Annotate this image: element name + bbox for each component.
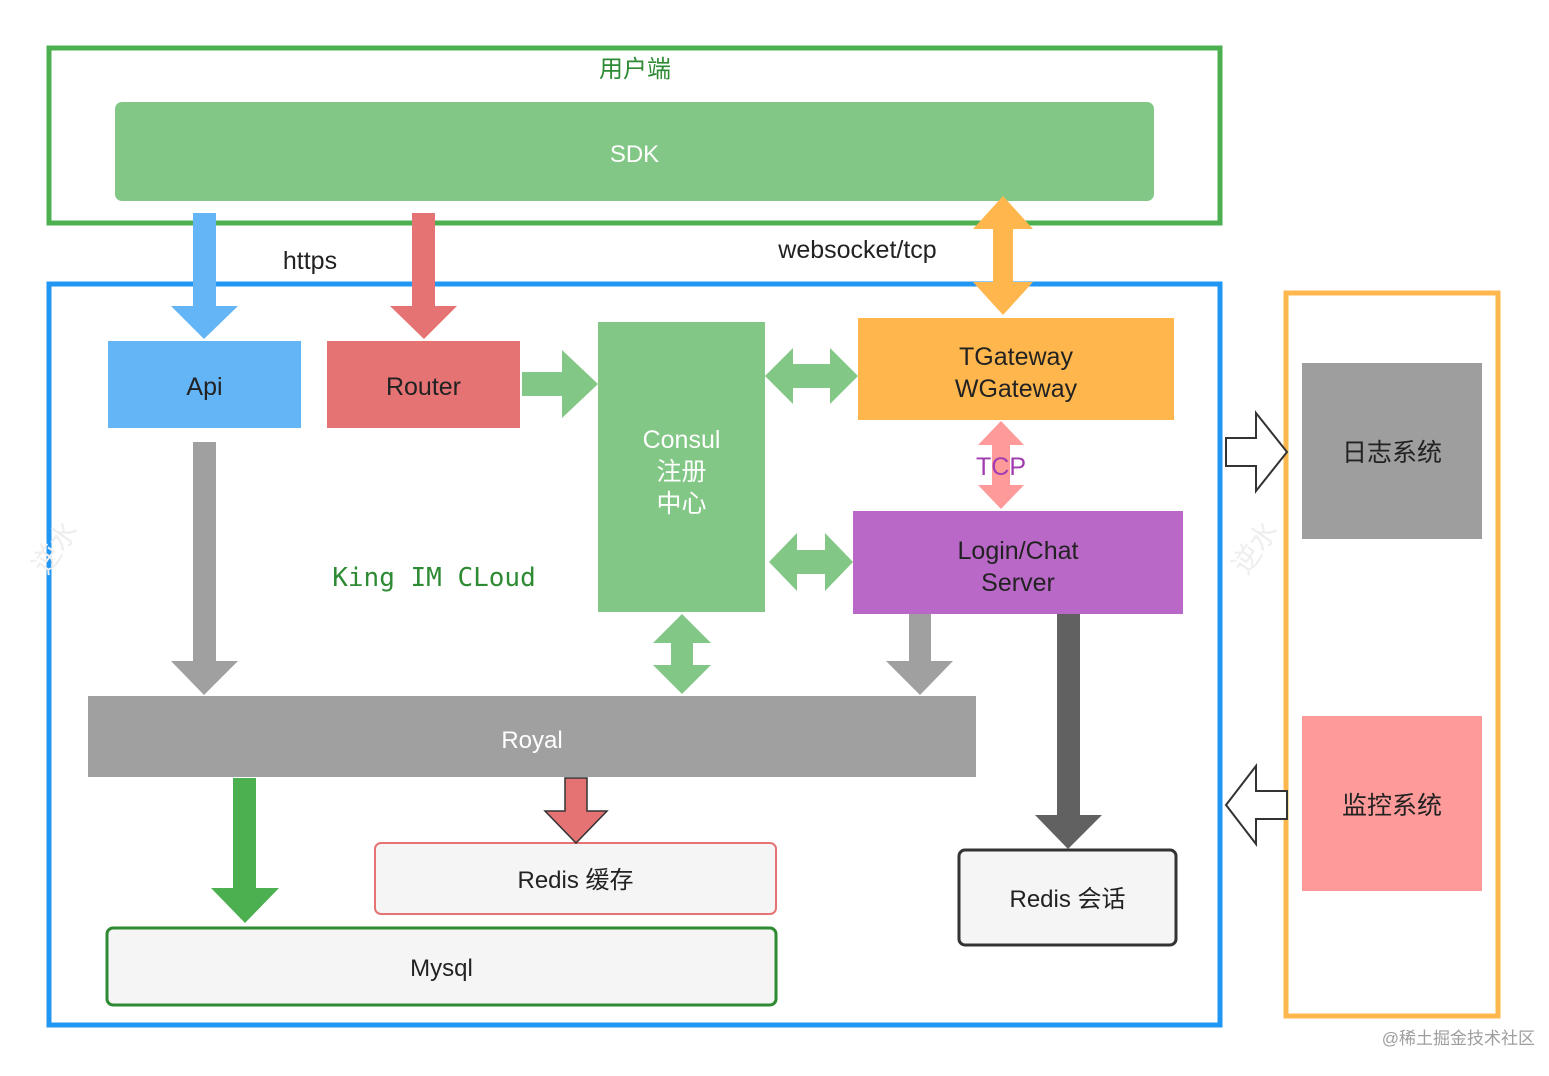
mysql-box xyxy=(105,926,778,1007)
client-title: 用户端 xyxy=(599,56,671,83)
arrow-gateway-login-tcp xyxy=(978,421,1024,509)
log-system-label: 日志系统 xyxy=(1341,439,1442,467)
arrow-sdk-gateway xyxy=(973,196,1033,315)
client-container xyxy=(46,45,1223,226)
arrow-login-to-royal xyxy=(886,614,953,695)
consul-line-3: 中心 xyxy=(656,490,707,518)
royal-box xyxy=(88,696,976,777)
log-system-box xyxy=(1302,363,1482,539)
arrow-sdk-to-api xyxy=(171,213,238,339)
arrow-consul-gateway xyxy=(765,348,858,404)
arrow-cloud-to-log xyxy=(1225,410,1289,494)
gateway-box xyxy=(858,318,1174,420)
mysql-label: Mysql xyxy=(410,955,473,982)
gateway-line-1: TGateway xyxy=(959,343,1073,371)
arrow-consul-royal xyxy=(653,614,711,694)
arrow-royal-to-redis-cache xyxy=(543,777,609,845)
arrow-router-to-consul xyxy=(522,350,598,418)
api-label: Api xyxy=(186,373,223,401)
sdk-label: SDK xyxy=(609,141,660,168)
cloud-container xyxy=(46,281,1223,1028)
arrow-sdk-to-router xyxy=(390,213,457,339)
redis-session-box xyxy=(957,848,1178,947)
royal-label: Royal xyxy=(501,727,563,754)
watermark-corner: @稀土掘金技术社区 xyxy=(1381,1029,1535,1048)
consul-label: Consul 注册 中心 xyxy=(598,424,765,520)
cloud-title: King IM CLoud xyxy=(332,563,536,593)
arrow-consul-login xyxy=(769,533,853,591)
websocket-tcp-label: websocket/tcp xyxy=(778,236,937,264)
https-label: https xyxy=(282,247,338,275)
redis-cache-label: Redis 缓存 xyxy=(517,867,634,894)
ops-container xyxy=(1283,290,1501,1019)
api-box xyxy=(108,341,301,428)
monitor-system-box xyxy=(1302,716,1482,891)
gateway-label: TGateway WGateway xyxy=(858,341,1174,405)
sdk-box xyxy=(115,102,1154,201)
router-box xyxy=(327,341,520,428)
consul-box xyxy=(598,322,765,612)
login-chat-label: Login/Chat Server xyxy=(853,535,1183,599)
consul-line-2: 注册 xyxy=(656,458,707,486)
arrow-login-to-redis-session xyxy=(1035,614,1102,849)
login-chat-box xyxy=(853,511,1183,614)
login-line-1: Login/Chat xyxy=(957,537,1079,565)
gateway-line-2: WGateway xyxy=(954,375,1078,403)
router-label: Router xyxy=(385,373,462,401)
login-line-2: Server xyxy=(981,569,1055,597)
arrow-royal-to-mysql xyxy=(211,778,279,923)
consul-line-1: Consul xyxy=(642,426,721,454)
monitor-system-label: 监控系统 xyxy=(1341,792,1442,820)
arrow-monitor-to-cloud xyxy=(1224,763,1288,847)
redis-session-label: Redis 会话 xyxy=(1009,886,1126,913)
arrow-api-to-royal xyxy=(171,442,238,695)
tcp-label: TCP xyxy=(976,453,1026,481)
